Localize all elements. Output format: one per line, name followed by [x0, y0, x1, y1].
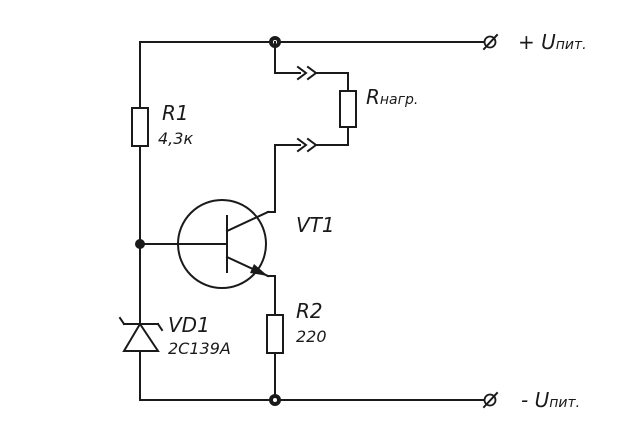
terminal-minus: [482, 391, 499, 409]
terminal-plus: [482, 33, 499, 51]
label-plus-supply: + Uпит.: [518, 30, 587, 54]
resistor-r2: [266, 314, 284, 354]
label-r2-value: 220: [296, 327, 327, 346]
label-vd1-name: VD1: [168, 313, 210, 337]
node-bottom-hole: [273, 398, 277, 402]
transistor-vt1: [177, 199, 270, 289]
label-r1-value: 4,3к: [158, 129, 193, 148]
resistor-r1: [131, 107, 149, 147]
label-vt1: VT1: [296, 213, 335, 237]
label-r2-name: R2: [296, 299, 323, 323]
label-rload: Rнагр.: [366, 85, 418, 109]
label-vd1-value: 2С139А: [168, 339, 231, 358]
label-r1-name: R1: [162, 101, 189, 125]
resistor-rload: [339, 90, 357, 128]
label-minus-supply: - Uпит.: [521, 388, 580, 412]
